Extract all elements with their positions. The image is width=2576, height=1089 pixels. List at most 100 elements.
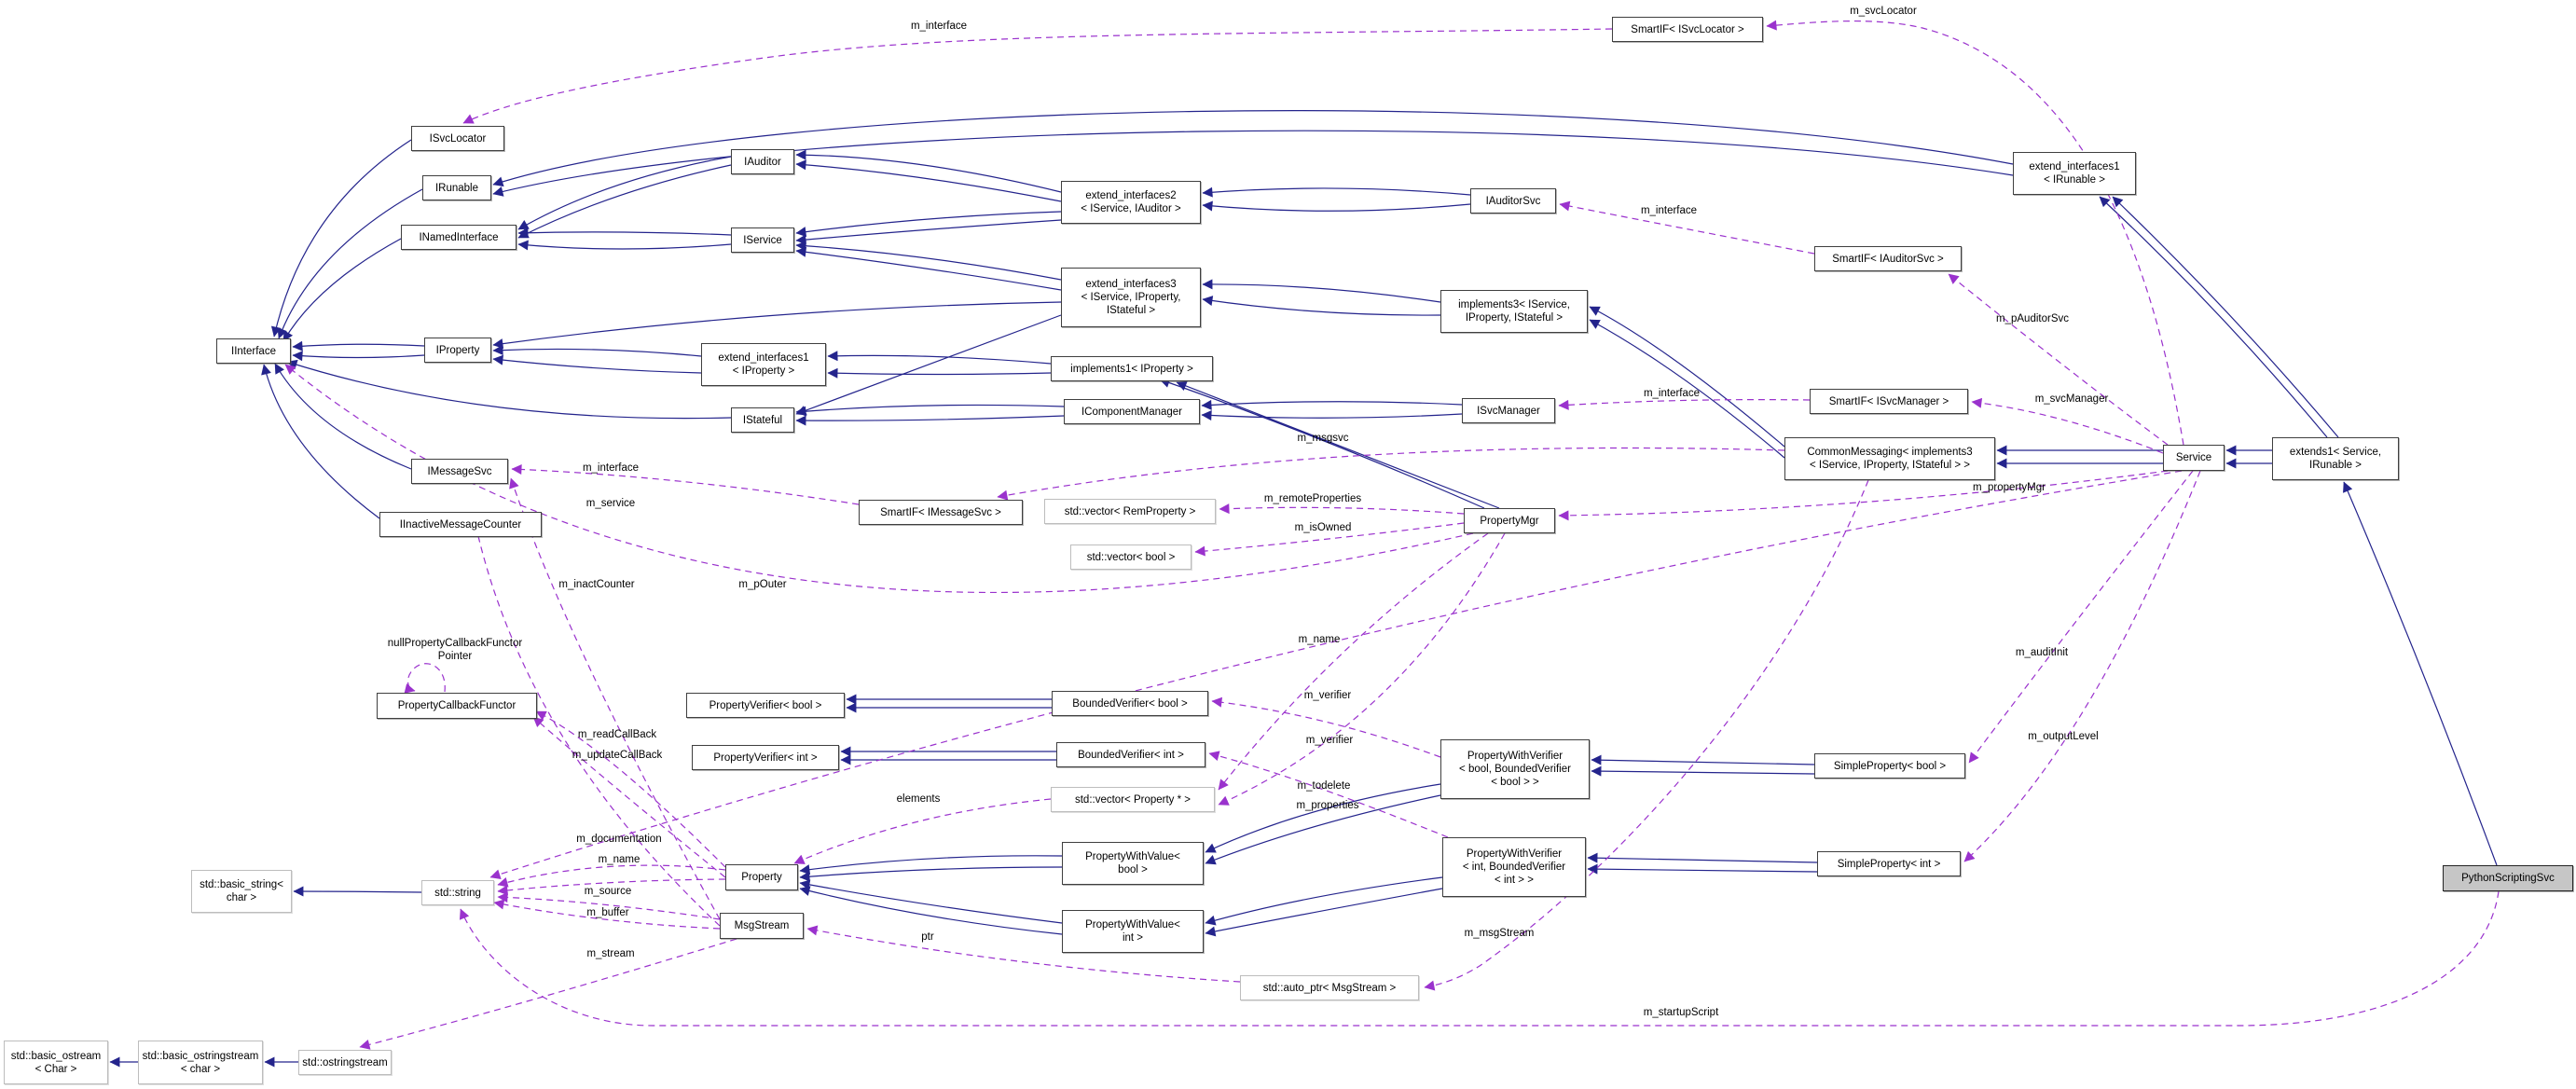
class-node-label: IInactiveMessageCounter (399, 518, 522, 531)
class-node-autoptr[interactable]: std::auto_ptr< MsgStream > (1240, 975, 1419, 1000)
class-node-smartif_aud[interactable]: SmartIF< IAuditorSvc > (1814, 246, 1962, 271)
class-node-isvcmanager[interactable]: ISvcManager (1462, 398, 1555, 423)
class-node-imessagesvc[interactable]: IMessageSvc (411, 459, 508, 484)
class-node-impl1[interactable]: implements1< IProperty > (1051, 356, 1213, 381)
inheritance-edge-4 (517, 164, 732, 239)
class-node-basicostringstream[interactable]: std::basic_ostringstream< char > (138, 1041, 263, 1084)
class-node-label: INamedInterface (419, 231, 499, 243)
class-node-label: IInterface (231, 345, 276, 357)
class-node-smartif_svcmgr[interactable]: SmartIF< ISvcManager > (1810, 389, 1968, 414)
class-node-pcf[interactable]: PropertyCallbackFunctor (377, 693, 537, 719)
class-node-label: IAuditor (744, 156, 781, 168)
class-node-label: std::vector< Property * > (1074, 793, 1191, 806)
class-node-label: IProperty, IStateful > (1465, 312, 1564, 324)
class-node-label: Service (2175, 452, 2212, 463)
class-node-iauditorsvc[interactable]: IAuditorSvc (1470, 188, 1556, 214)
inheritance-edge-11 (795, 241, 1062, 281)
class-node-impl3[interactable]: implements3< IService,IProperty, IStatef… (1440, 290, 1588, 333)
usage-edge-77 (284, 364, 1474, 594)
class-node-bv_int[interactable]: BoundedVerifier< int > (1056, 742, 1205, 767)
usage-edge-78 (489, 470, 2183, 880)
inheritance-edge-22 (795, 404, 1065, 417)
class-node-pv_int[interactable]: PropertyVerifier< int > (692, 745, 839, 770)
inheritance-edge-23 (795, 415, 1065, 426)
class-node-ei2[interactable]: extend_interfaces2< IService, IAuditor > (1061, 181, 1201, 224)
class-node-iauditor[interactable]: IAuditor (731, 149, 794, 174)
class-node-pwv_bool[interactable]: PropertyWithValue<bool > (1062, 842, 1204, 885)
class-node-inamedinterface[interactable]: INamedInterface (401, 225, 517, 250)
inheritance-edge-56 (1205, 888, 1443, 937)
class-node-commonmsg[interactable]: CommonMessaging< implements3< IService, … (1784, 437, 1995, 480)
inheritance-edge-35 (1589, 319, 1785, 459)
class-node-icompmgr[interactable]: IComponentManager (1064, 399, 1200, 424)
usage-edge-91 (497, 891, 721, 920)
class-node-ei1r[interactable]: extend_interfaces1< IRunable > (2013, 152, 2136, 195)
class-node-iinactive[interactable]: IInactiveMessageCounter (379, 512, 542, 537)
class-node-msgstream[interactable]: MsgStream (720, 913, 804, 939)
class-node-label: < IService, IProperty, IStateful > > (1809, 460, 1971, 471)
class-node-vec_prop[interactable]: std::vector< Property * > (1051, 787, 1215, 812)
inheritance-edge-28 (274, 363, 412, 470)
inheritance-edge-58 (1591, 765, 1815, 777)
usage-edge-92 (493, 899, 721, 930)
class-node-isvclocator[interactable]: ISvcLocator (411, 126, 504, 151)
class-node-ei3[interactable]: extend_interfaces3 < IService, IProperty,… (1061, 268, 1201, 327)
usage-edge-69 (1971, 397, 2164, 454)
usage-edge-68 (1558, 399, 1811, 410)
class-node-iproperty[interactable]: IProperty (424, 338, 491, 363)
inheritance-edge-15 (292, 340, 425, 352)
class-node-ostringstream[interactable]: std::ostringstream (298, 1050, 392, 1075)
inheritance-edge-59 (1587, 852, 1818, 863)
class-node-smartif_loc[interactable]: SmartIF< ISvcLocator > (1612, 17, 1763, 42)
class-node-vec_rem[interactable]: std::vector< RemProperty > (1044, 499, 1216, 524)
class-node-bv_bool[interactable]: BoundedVerifier< bool > (1052, 691, 1208, 716)
inheritance-edge-43 (492, 130, 2014, 197)
class-node-label: SimpleProperty< bool > (1833, 760, 1947, 772)
class-node-label: PropertyWithValue< (1085, 919, 1180, 930)
class-node-ei1p[interactable]: extend_interfaces1< IProperty > (701, 343, 826, 386)
usage-edge-83 (532, 716, 726, 878)
class-node-label: std::basic_ostream (10, 1050, 102, 1062)
class-node-label: ISvcLocator (429, 132, 487, 145)
class-node-pv_bool[interactable]: PropertyVerifier< bool > (686, 693, 845, 718)
class-node-pwvr_bool[interactable]: PropertyWithVerifier< bool, BoundedVerif… (1440, 739, 1590, 799)
inheritance-edge-9 (795, 211, 1062, 238)
inheritance-edge-0 (270, 139, 412, 338)
inheritance-edge-51 (799, 879, 1063, 924)
class-node-iinterface[interactable]: IInterface (216, 338, 291, 364)
class-node-label: PropertyVerifier< bool > (709, 699, 822, 711)
inheritance-edge-14 (795, 314, 1062, 416)
class-node-extends1[interactable]: extends1< Service,IRunable > (2272, 437, 2399, 480)
class-node-basicstring[interactable]: std::basic_string<char > (191, 870, 292, 913)
class-node-label: extend_interfaces3 (1085, 279, 1177, 290)
class-node-iservice[interactable]: IService (731, 227, 794, 253)
class-node-property[interactable]: Property (725, 864, 798, 890)
class-node-basicostream[interactable]: std::basic_ostream< Char > (4, 1041, 108, 1084)
class-node-irunable[interactable]: IRunable (422, 175, 491, 200)
class-node-label: SimpleProperty< int > (1837, 858, 1941, 870)
class-node-sp_bool[interactable]: SimpleProperty< bool > (1814, 753, 1965, 779)
class-node-vec_bool[interactable]: std::vector< bool > (1070, 544, 1192, 570)
class-node-service[interactable]: Service (2163, 445, 2225, 471)
usage-edge-84 (1211, 696, 1441, 758)
class-node-label: < Char > (34, 1063, 77, 1075)
class-node-pwv_int[interactable]: PropertyWithValue<int > (1062, 910, 1204, 953)
class-node-label: PropertyWithValue< (1085, 851, 1180, 862)
class-node-label: < IService, IProperty, (1081, 292, 1181, 303)
class-node-label: ISvcManager (1477, 405, 1540, 417)
class-node-label: < IProperty > (732, 365, 795, 377)
class-node-stdstring[interactable]: std::string (421, 880, 494, 905)
usage-edge-65 (1766, 20, 2184, 446)
class-node-label: SmartIF< ISvcManager > (1828, 395, 1949, 407)
class-node-istateful[interactable]: IStateful (731, 407, 794, 433)
inheritance-edge-40 (2099, 196, 2328, 438)
usage-edge-89 (497, 864, 726, 888)
class-node-pwvr_int[interactable]: PropertyWithVerifier< int, BoundedVerifi… (1442, 837, 1586, 897)
class-node-smartif_msg[interactable]: SmartIF< IMessageSvc > (859, 500, 1023, 525)
inheritance-edge-55 (1205, 876, 1443, 926)
class-node-propertymgr[interactable]: PropertyMgr (1464, 508, 1555, 533)
class-node-sp_int[interactable]: SimpleProperty< int > (1817, 851, 1961, 876)
inheritance-edge-2 (282, 238, 402, 342)
